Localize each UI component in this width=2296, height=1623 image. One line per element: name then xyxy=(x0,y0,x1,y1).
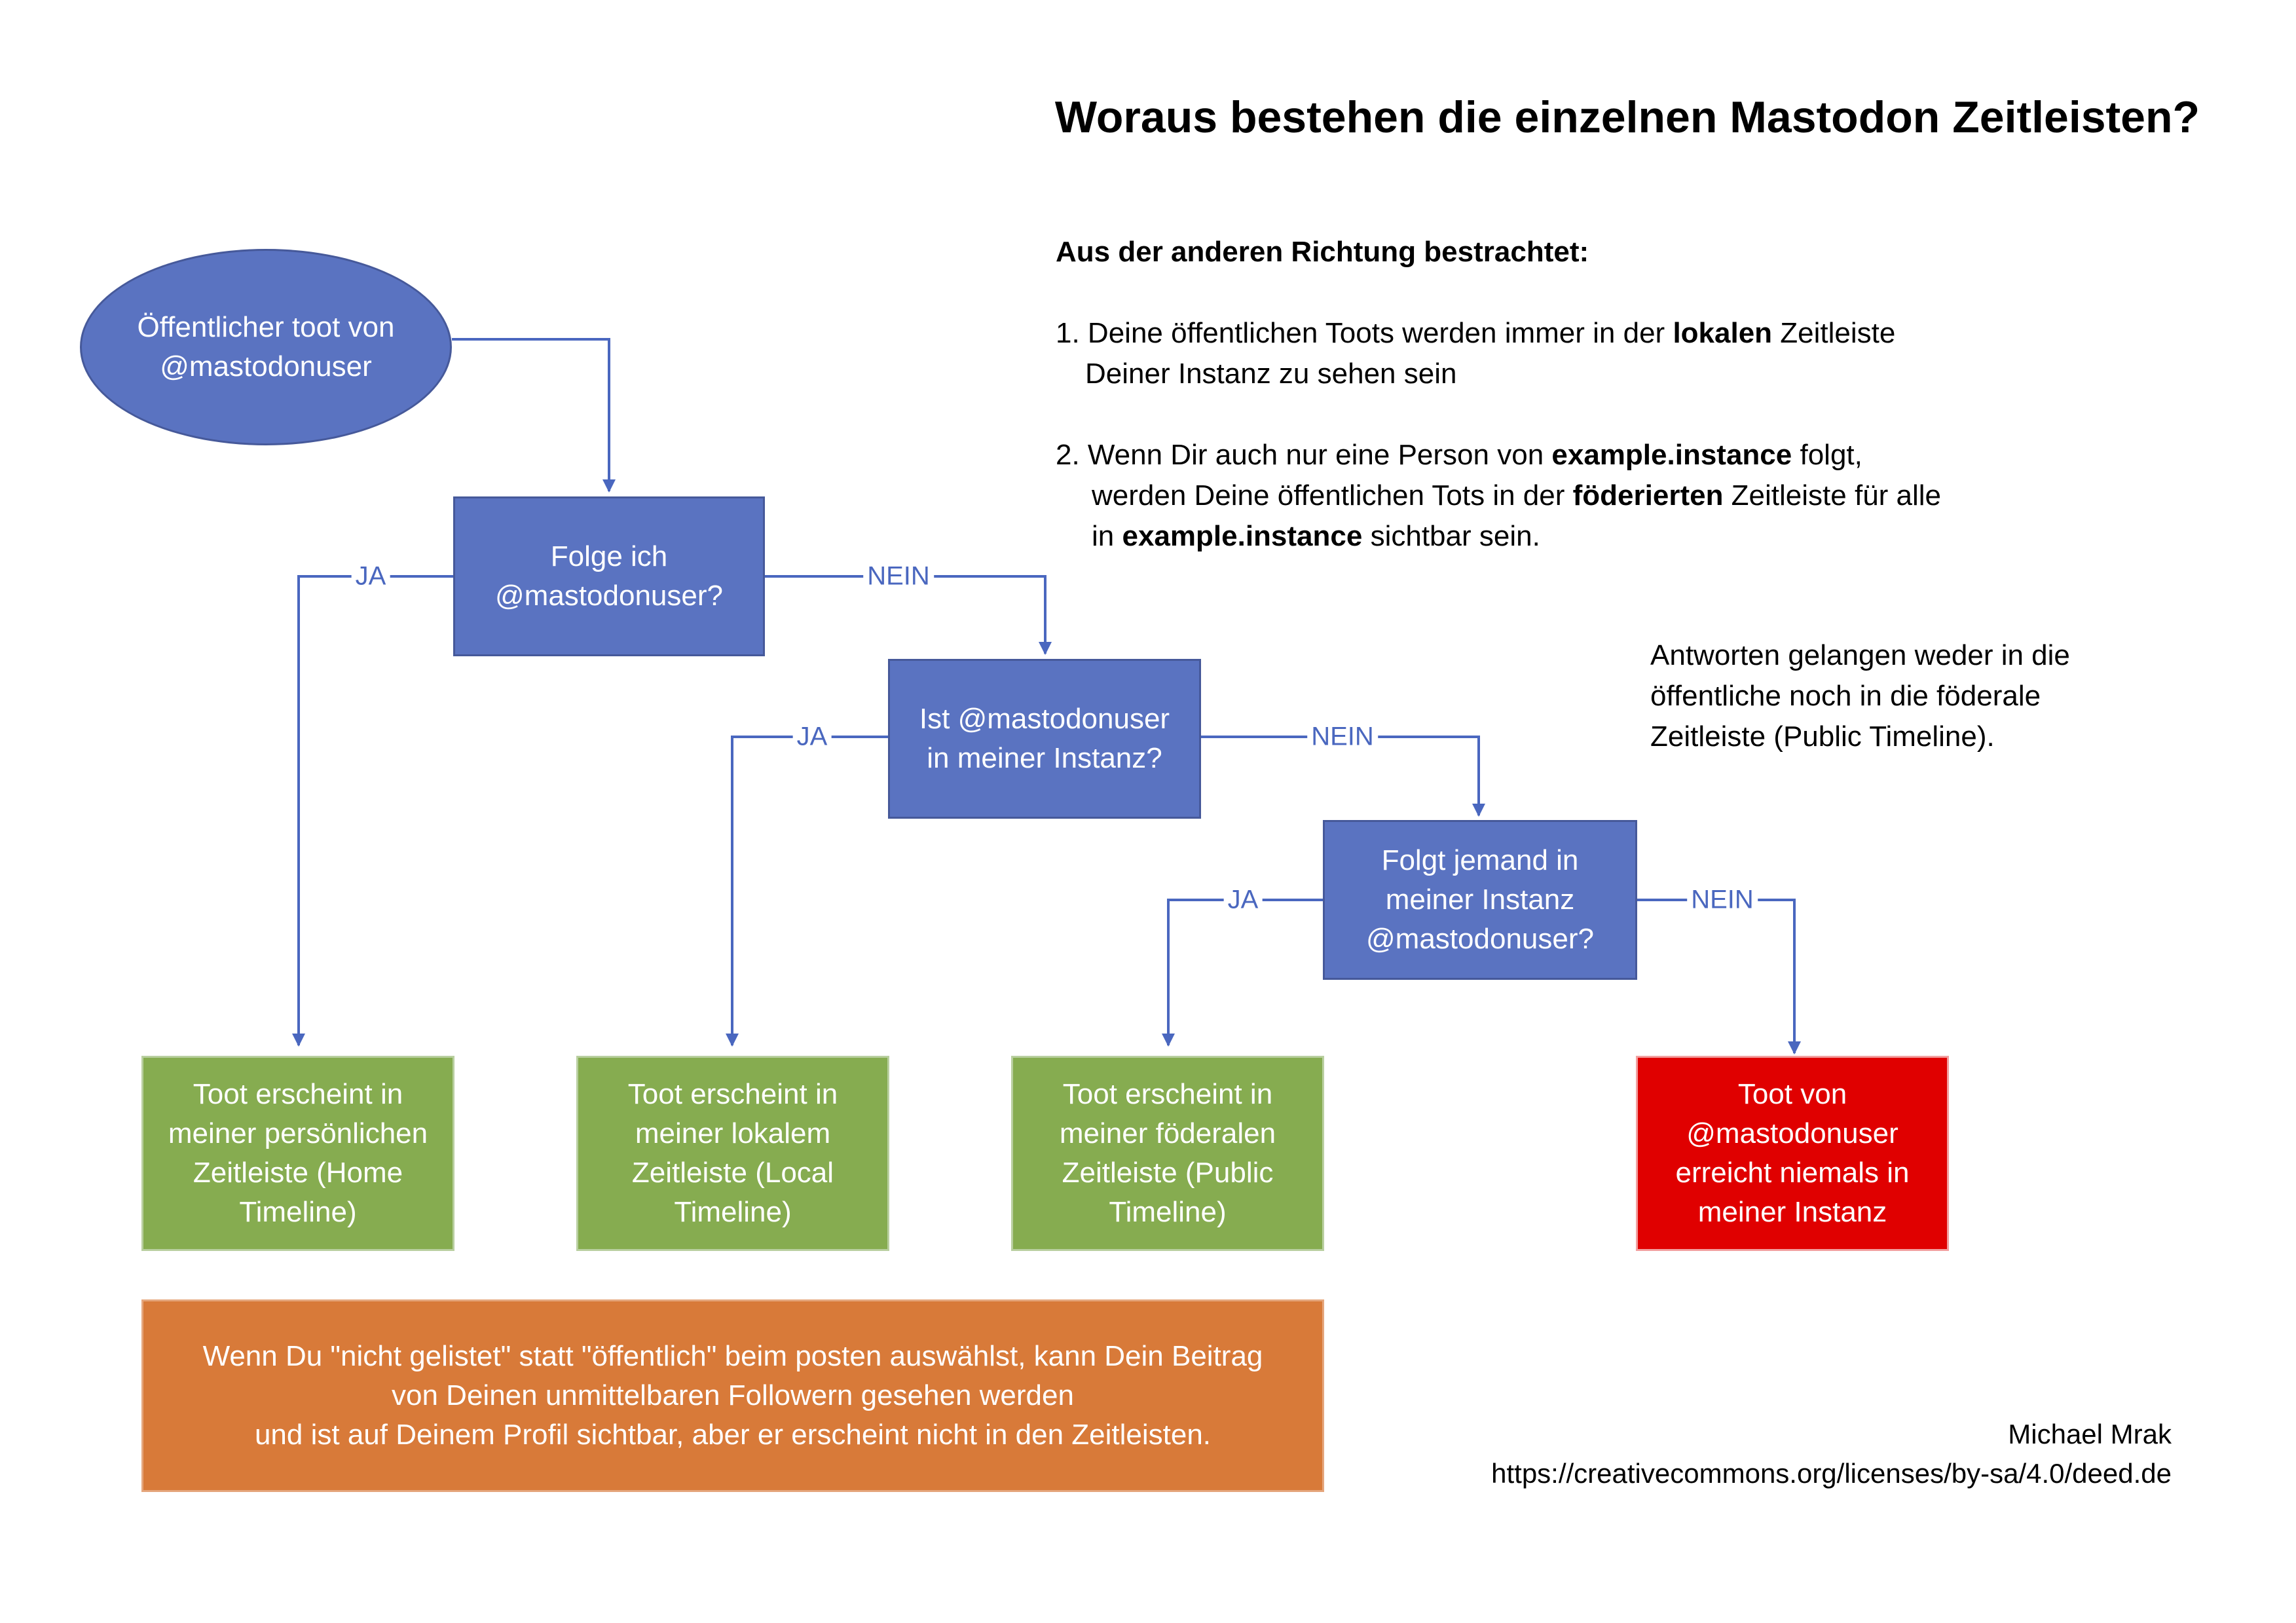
connector-q2-yes xyxy=(726,736,888,1047)
label-q3-no: NEIN xyxy=(1687,885,1758,915)
info-heading: Aus der anderen Richtung bestrachtet: xyxy=(1056,236,1589,268)
info-p2-line2: werden Deine öffentlichen Tots in der fö… xyxy=(1092,479,1942,512)
info-text: Aus der anderen Richtung bestrachtet: 1.… xyxy=(1056,232,1941,557)
credit-author: Michael Mrak xyxy=(2008,1419,2172,1449)
credit: Michael Mrak https://creativecommons.org… xyxy=(1491,1415,2172,1493)
connector-q3-yes xyxy=(1162,899,1323,1047)
decision-follow: Folge ich @mastodonuser? xyxy=(453,496,765,656)
info-p1-line2: Deiner Instanz zu sehen sein xyxy=(1085,358,1457,390)
decision-same-instance: Ist @mastodonuser in meiner Instanz? xyxy=(888,659,1201,819)
label-q2-yes: JA xyxy=(792,722,832,752)
info-p2-line3: in example.instance sichtbar sein. xyxy=(1092,520,1540,552)
start-node: Öffentlicher toot von @mastodonuser xyxy=(80,249,452,445)
outcome-public-timeline: Toot erscheint in meiner föderalen Zeitl… xyxy=(1011,1056,1324,1251)
decision-someone-follows: Folgt jemand in meiner Instanz @mastodon… xyxy=(1323,820,1637,980)
label-q3-yes: JA xyxy=(1223,885,1263,915)
info-p2-line1: 2. Wenn Dir auch nur eine Person von exa… xyxy=(1056,439,1862,471)
connector-q3-no xyxy=(1637,899,1801,1054)
connector-start-q1 xyxy=(452,338,616,493)
connector-q2-no xyxy=(1201,736,1485,817)
unlisted-note: Wenn Du "nicht gelistet" statt "öffentli… xyxy=(141,1299,1324,1492)
label-q2-no: NEIN xyxy=(1307,722,1378,752)
label-q1-yes: JA xyxy=(351,561,390,591)
connector-q1-no xyxy=(765,575,1052,655)
label-q1-no: NEIN xyxy=(863,561,934,591)
credit-license: https://creativecommons.org/licenses/by-… xyxy=(1491,1458,2172,1489)
page-title: Woraus bestehen die einzelnen Mastodon Z… xyxy=(1054,92,2200,142)
outcome-never-reaches: Toot von @mastodonuser erreicht niemals … xyxy=(1636,1056,1949,1251)
info-p1-line1: 1. Deine öffentlichen Toots werden immer… xyxy=(1056,317,1896,349)
connector-q1-yes xyxy=(292,575,453,1047)
outcome-home-timeline: Toot erscheint in meiner persönlichen Ze… xyxy=(141,1056,454,1251)
outcome-local-timeline: Toot erscheint in meiner lokalem Zeitlei… xyxy=(576,1056,889,1251)
replies-note: Antworten gelangen weder in die öffentli… xyxy=(1650,639,2070,753)
